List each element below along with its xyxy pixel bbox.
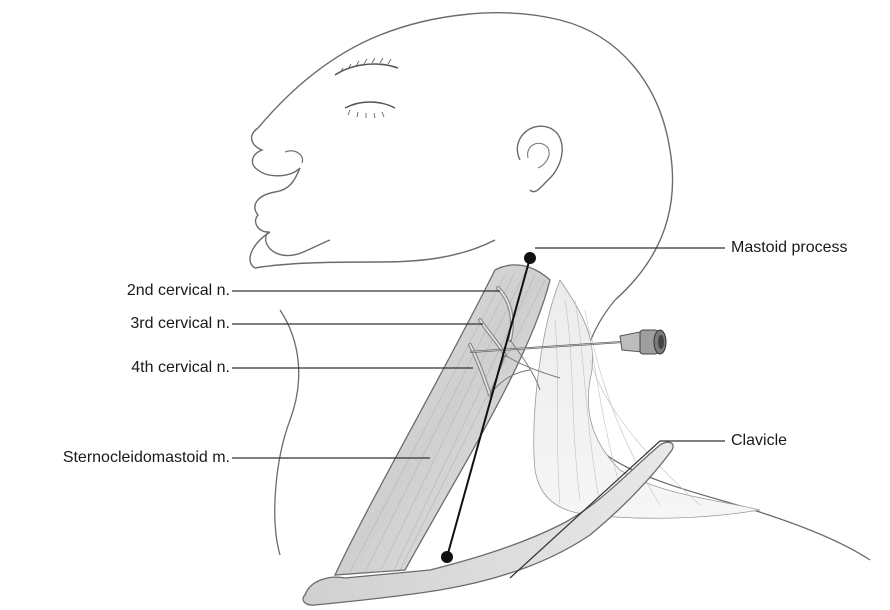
clavicle-bone [303,442,673,605]
label-sternocleidomastoid-muscle: Sternocleidomastoid m. [63,449,230,467]
chin-line [250,232,270,268]
label-4th-cervical-nerve: 4th cervical n. [131,359,230,377]
label-2nd-cervical-nerve: 2nd cervical n. [127,282,230,300]
head-outline [258,13,673,300]
label-3rd-cervical-nerve: 3rd cervical n. [130,315,230,333]
ear [517,126,562,191]
eyebrow [335,64,398,75]
jaw-line [255,240,495,268]
closed-eye [345,102,395,108]
label-clavicle: Clavicle [731,432,787,450]
mastoid-marker [524,252,536,264]
ear-inner [528,143,550,168]
front-neck-line [275,310,299,555]
eyelashes [348,110,384,118]
label-mastoid-process: Mastoid process [731,239,848,257]
eyebrow-hairs [340,58,391,73]
nostril [285,151,303,163]
clavicle-marker [441,551,453,563]
